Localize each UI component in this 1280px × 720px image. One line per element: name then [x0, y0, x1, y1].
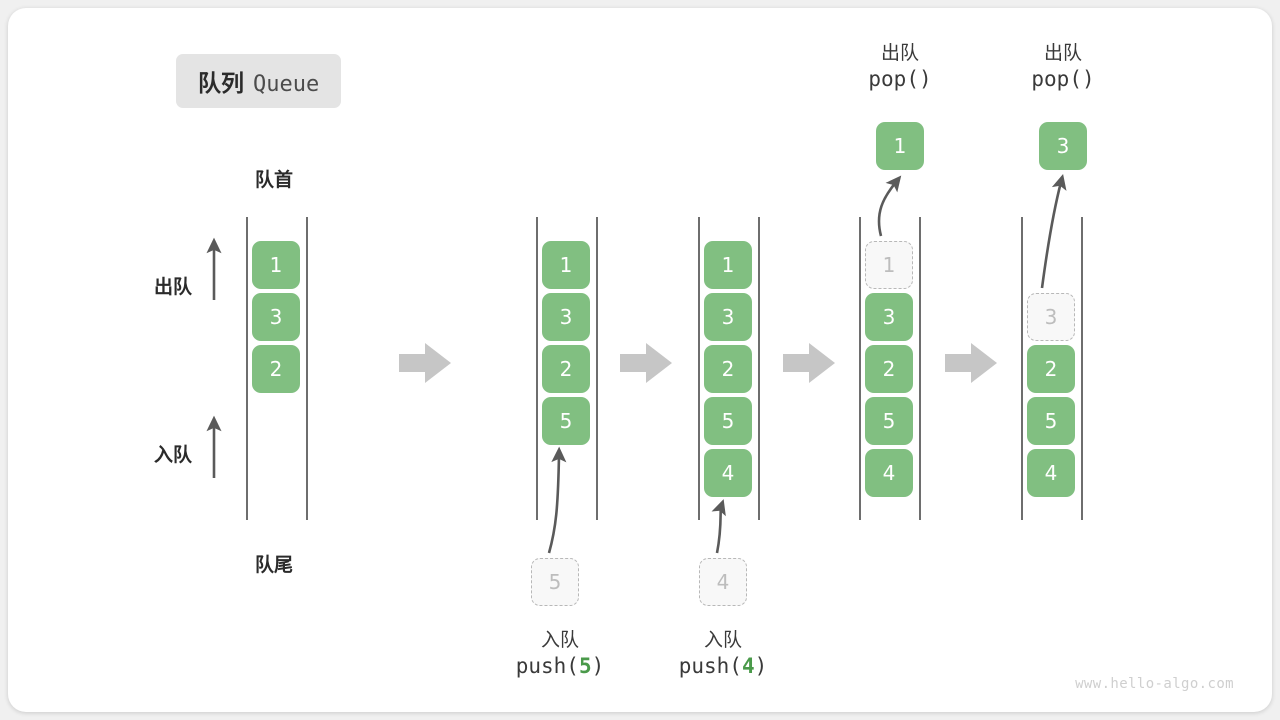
queue-cell: 2	[252, 345, 300, 393]
queue-rail-left-0	[246, 217, 248, 520]
title-badge: 队列 Queue	[176, 54, 342, 108]
queue-rail-left-2	[698, 217, 700, 520]
queue-cell: 5	[1027, 397, 1075, 445]
queue-cell: 2	[1027, 345, 1075, 393]
transition-arrow-2	[783, 343, 835, 383]
popped-cell: 1	[876, 122, 924, 170]
queue-cell: 2	[542, 345, 590, 393]
pop-operation-label-4: 出队 pop()	[973, 41, 1153, 93]
pop-operation-code: pop()	[1031, 66, 1095, 91]
queue-cell: 4	[865, 449, 913, 497]
queue-cell: 2	[704, 345, 752, 393]
title-english: Queue	[253, 72, 320, 97]
watermark: www.hello-algo.com	[1075, 676, 1234, 692]
push-operation-cn: 入队	[703, 629, 742, 651]
pop-operation-code: pop()	[868, 66, 932, 91]
queue-cell: 5	[865, 397, 913, 445]
queue-cell: 4	[1027, 449, 1075, 497]
push-operation-label-1: 入队 push(5)	[470, 628, 650, 680]
push-operation-code: push(5)	[470, 653, 650, 680]
enqueue-label: 入队	[154, 444, 193, 466]
queue-cell: 5	[542, 397, 590, 445]
push-code-arg: 5	[578, 653, 592, 678]
pop-operation-label-3: 出队 pop()	[810, 41, 990, 93]
queue-rail-left-4	[1021, 217, 1023, 520]
push-code-arg: 4	[741, 653, 755, 678]
title-chinese: 队列	[198, 71, 244, 97]
queue-rail-right-0	[306, 217, 308, 520]
transition-arrow-3	[945, 343, 997, 383]
push-code-prefix: push(	[678, 653, 742, 678]
push-code-suffix: )	[591, 653, 605, 678]
push-arrow-5	[547, 446, 567, 554]
front-label: 队首	[254, 169, 293, 191]
queue-cell: 1	[542, 241, 590, 289]
queue-cell: 1	[704, 241, 752, 289]
push-code-suffix: )	[754, 653, 768, 678]
queue-rail-left-3	[859, 217, 861, 520]
outgoing-ghost-cell: 1	[865, 241, 913, 289]
queue-cell: 4	[704, 449, 752, 497]
outgoing-ghost-cell: 3	[1027, 293, 1075, 341]
queue-rail-right-4	[1081, 217, 1083, 520]
incoming-ghost-cell: 4	[699, 558, 747, 606]
queue-cell: 3	[704, 293, 752, 341]
incoming-ghost-cell: 5	[531, 558, 579, 606]
rear-label: 队尾	[254, 554, 293, 576]
pop-operation-cn: 出队	[880, 42, 919, 64]
queue-rail-right-2	[758, 217, 760, 520]
pop-operation-cn: 出队	[1043, 42, 1082, 64]
queue-cell: 3	[542, 293, 590, 341]
queue-rail-right-1	[596, 217, 598, 520]
queue-cell: 3	[865, 293, 913, 341]
popped-cell: 3	[1039, 122, 1087, 170]
dequeue-label: 出队	[154, 276, 193, 298]
transition-arrow-1	[620, 343, 672, 383]
pop-arrow-3	[1040, 173, 1067, 289]
queue-cell: 3	[252, 293, 300, 341]
transition-arrow-0	[399, 343, 451, 383]
queue-rail-right-3	[919, 217, 921, 520]
push-operation-code: push(4)	[633, 653, 813, 680]
queue-cell: 5	[704, 397, 752, 445]
push-code-prefix: push(	[515, 653, 579, 678]
pop-arrow-1	[877, 175, 902, 237]
push-arrow-4	[711, 499, 726, 554]
queue-rail-left-1	[536, 217, 538, 520]
queue-cell: 2	[865, 345, 913, 393]
queue-cell: 1	[252, 241, 300, 289]
push-operation-cn: 入队	[540, 629, 579, 651]
diagram-card: 队列 Queue 队首 队尾 出队 入队 1 3 2 1 3 2 5 5 入队 …	[8, 8, 1272, 712]
push-operation-label-2: 入队 push(4)	[633, 628, 813, 680]
